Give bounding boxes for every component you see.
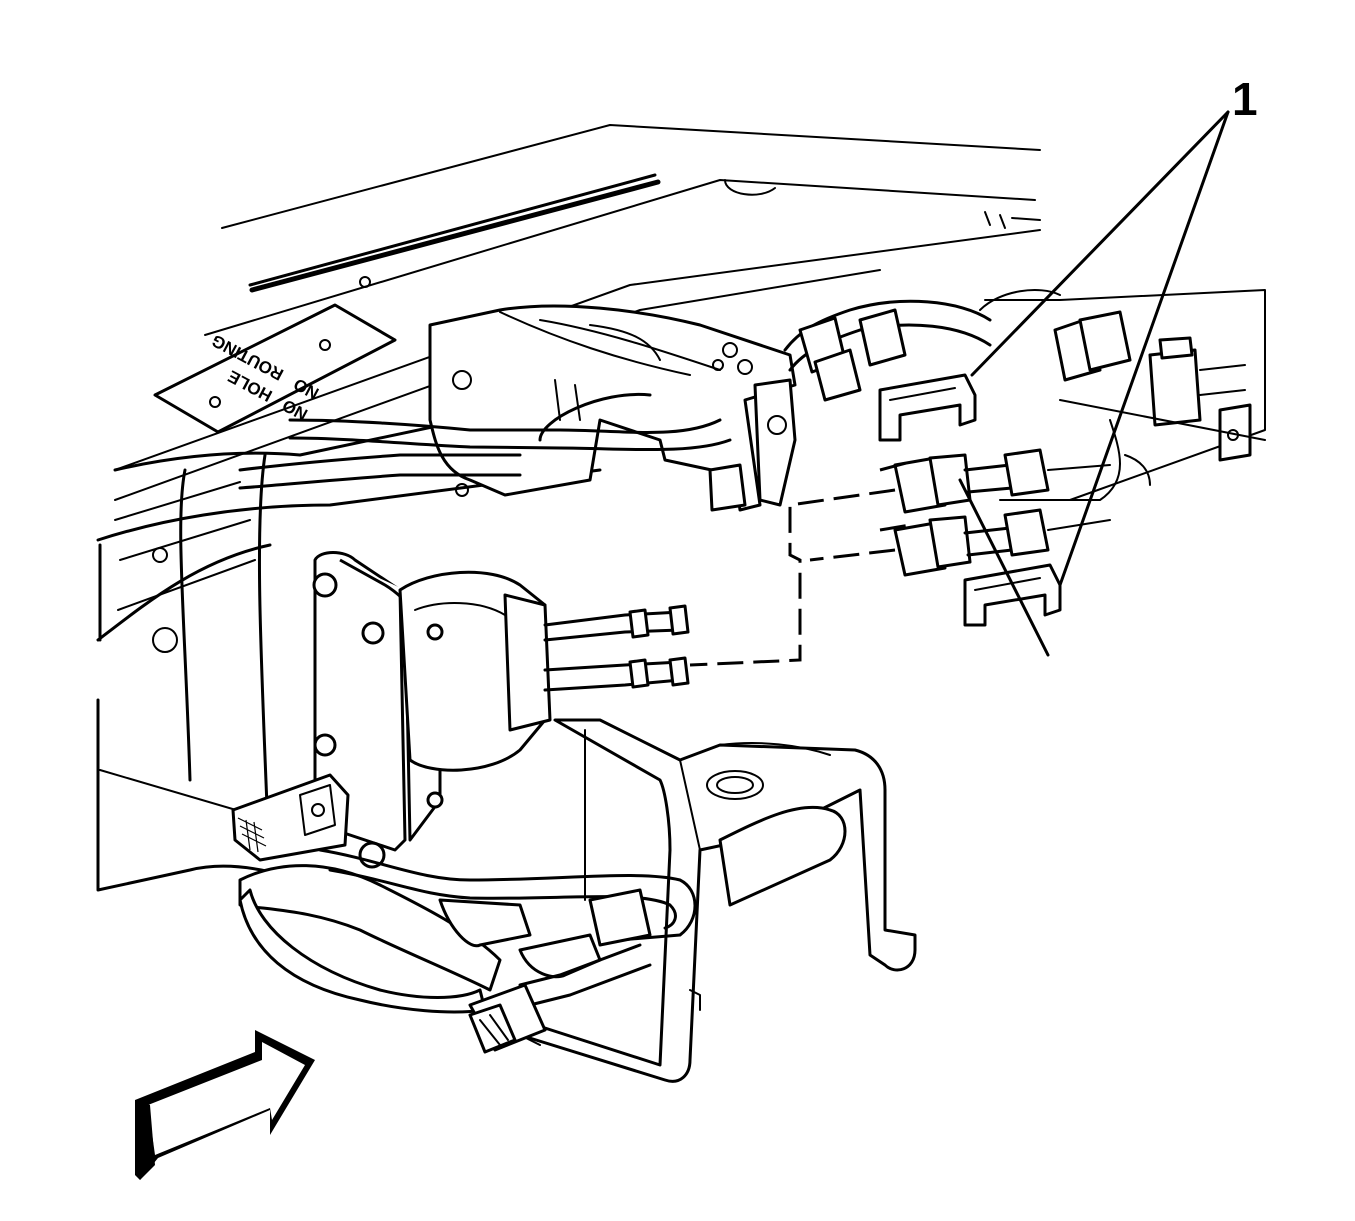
view-direction-arrow-icon	[135, 1030, 315, 1180]
fittings	[893, 448, 1111, 577]
callout-label: 1	[1232, 73, 1258, 125]
modulator-assembly	[312, 551, 690, 869]
electrical-connector	[231, 773, 350, 862]
retaining-clips	[878, 373, 1062, 627]
frame-rail	[96, 398, 602, 902]
callout-1: 1	[958, 73, 1258, 657]
upper-bracket	[428, 304, 797, 512]
brake-lines	[238, 299, 992, 490]
lower-hoses	[238, 848, 697, 1054]
assembly-guide-lines	[689, 460, 911, 667]
cross-member	[518, 718, 917, 1083]
